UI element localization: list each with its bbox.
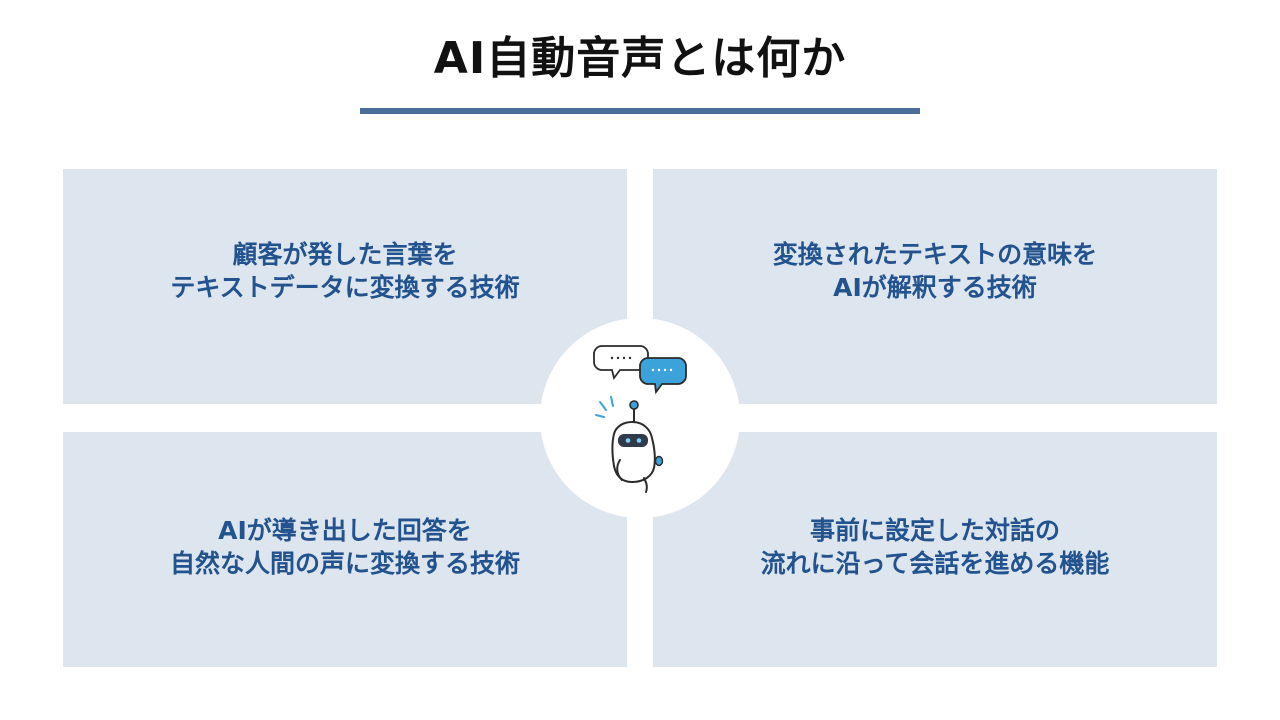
robot-with-speech-bubbles-icon <box>593 345 687 493</box>
panel-text: 変換されたテキストの意味を AIが解釈する技術 <box>773 238 1097 304</box>
panel-line: テキストデータに変換する技術 <box>170 273 520 302</box>
panel-text: AIが導き出した回答を 自然な人間の声に変換する技術 <box>170 514 520 580</box>
panel-line: AIが導き出した回答を <box>218 515 472 545</box>
panel-text: 事前に設定した対話の 流れに沿って会話を進める機能 <box>761 514 1110 580</box>
panel-line: AIが解釈する技術 <box>833 273 1037 302</box>
speech-bubble-blue-icon <box>639 357 687 395</box>
center-circle <box>540 318 740 518</box>
page-title: AI自動音声とは何か <box>433 33 847 84</box>
panel-line: 変換されたテキストの意味を <box>772 240 1098 269</box>
panel-line: 顧客が発した言葉を <box>232 240 458 269</box>
panel-dialogue-flow: 事前に設定した対話の 流れに沿って会話を進める機能 <box>653 432 1217 667</box>
robot-body-icon <box>611 420 664 493</box>
panel-speech-to-text: 顧客が発した言葉を テキストデータに変換する技術 <box>63 169 627 404</box>
panel-text-to-speech: AIが導き出した回答を 自然な人間の声に変換する技術 <box>63 432 627 667</box>
panel-text: 顧客が発した言葉を テキストデータに変換する技術 <box>170 238 519 304</box>
speech-bubble-white-icon <box>593 345 649 381</box>
spark-lines-icon <box>595 396 614 418</box>
panel-language-understanding: 変換されたテキストの意味を AIが解釈する技術 <box>653 169 1217 404</box>
panel-line: 事前に設定した対話の <box>809 515 1060 545</box>
panel-line: 自然な人間の声に変換する技術 <box>169 548 520 578</box>
panel-line: 流れに沿って会話を進める機能 <box>760 548 1110 578</box>
title-underline <box>360 108 920 114</box>
